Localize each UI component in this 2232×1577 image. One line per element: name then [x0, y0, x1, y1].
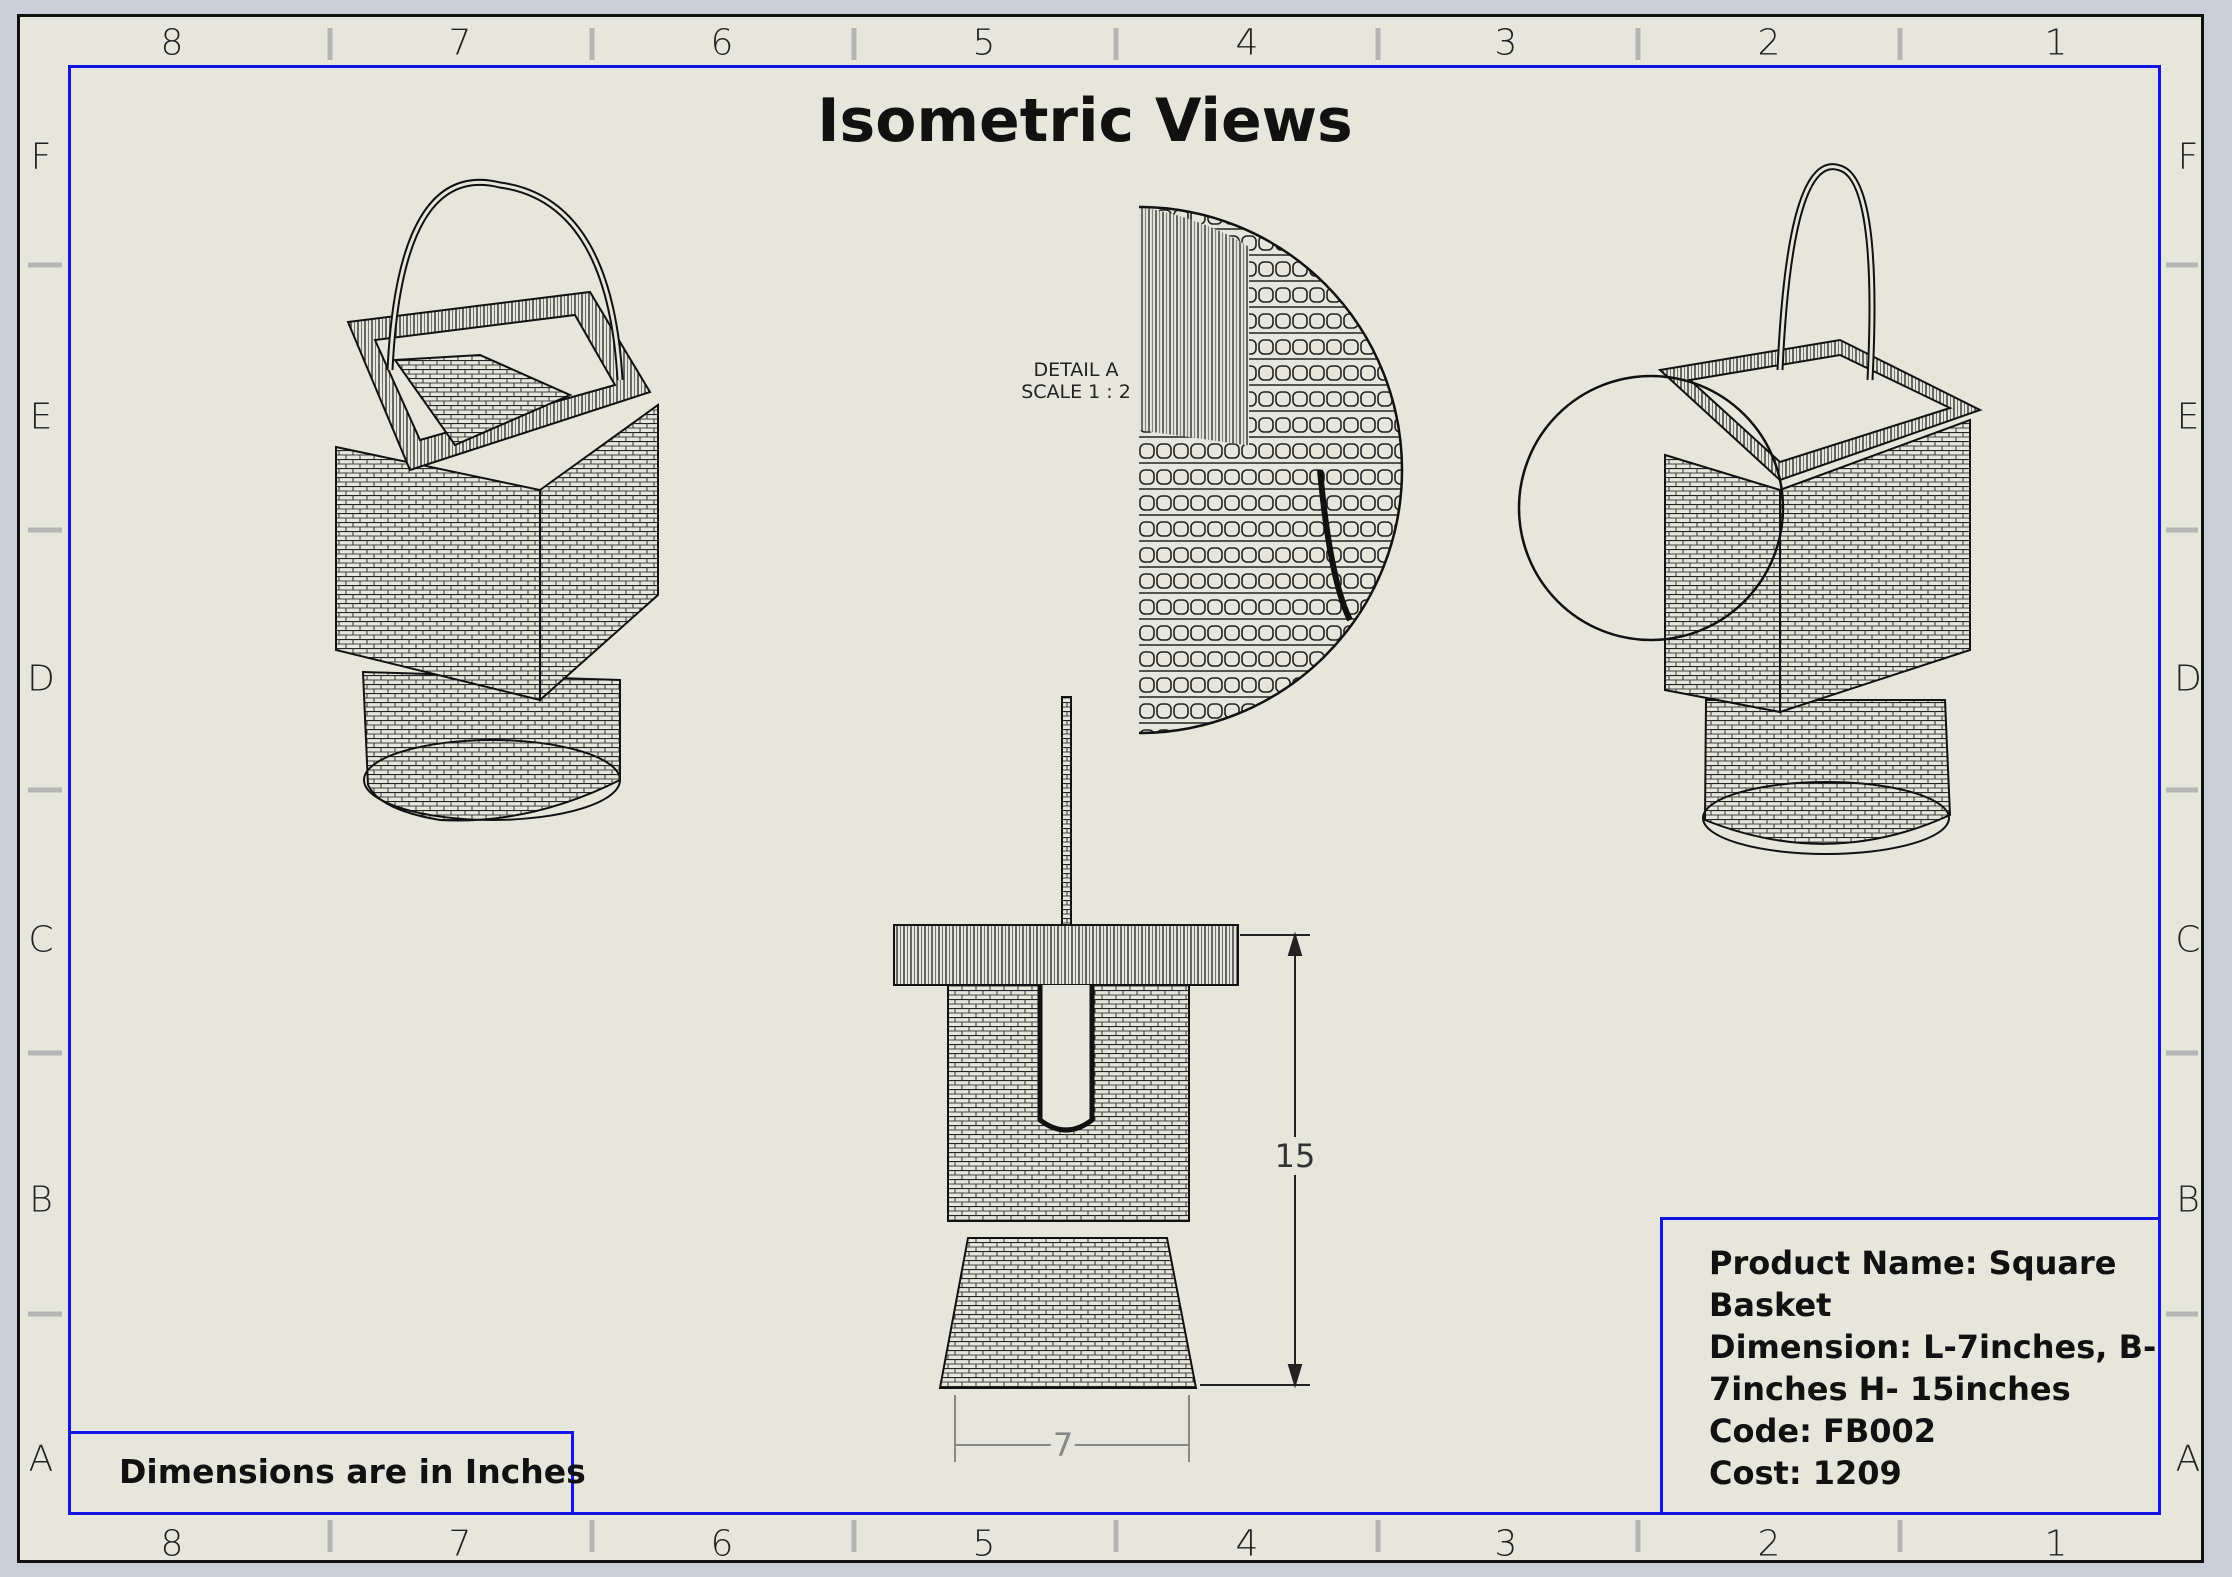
detail-circle-a — [1517, 374, 1785, 642]
title-block: Product Name: Square Basket Dimension: L… — [1660, 1217, 2161, 1515]
zone-col-2: 2 — [1757, 22, 1781, 64]
zone-row-e: E — [29, 396, 53, 438]
zone-row-b: B — [2176, 1179, 2200, 1221]
zone-col-1: 1 — [2044, 1523, 2068, 1565]
zone-col-7: 7 — [448, 1523, 472, 1565]
zone-col-8: 8 — [160, 22, 184, 64]
detail-scale: SCALE 1 : 2 — [1021, 381, 1131, 403]
zone-row-d: D — [2174, 658, 2202, 700]
zone-row-c: C — [28, 919, 54, 961]
zone-col-3: 3 — [1494, 1523, 1518, 1565]
zone-ticks — [28, 28, 2198, 1552]
dimension-line: Dimension: L-7inches, B- — [1709, 1328, 2157, 1366]
dimension-line-2: 7inches H- 15inches — [1709, 1370, 2071, 1408]
zone-col-4: 4 — [1235, 22, 1259, 64]
height-dimension: 15 — [1272, 1137, 1318, 1175]
zone-row-d: D — [27, 658, 55, 700]
zone-col-5: 5 — [972, 1523, 996, 1565]
zone-col-6: 6 — [710, 1523, 734, 1565]
zone-col-5: 5 — [972, 22, 996, 64]
zone-row-a: A — [2175, 1438, 2201, 1480]
cost-line: Cost: 1209 — [1709, 1454, 1902, 1492]
zone-col-7: 7 — [448, 22, 472, 64]
zone-col-3: 3 — [1494, 22, 1518, 64]
zone-row-f: F — [2177, 136, 2199, 178]
zone-row-f: F — [30, 136, 52, 178]
width-dimension: 7 — [1050, 1426, 1076, 1464]
zone-row-e: E — [2176, 396, 2200, 438]
drawing-border — [68, 65, 2161, 1515]
zone-col-6: 6 — [710, 22, 734, 64]
zone-col-8: 8 — [160, 1523, 184, 1565]
units-note-box: Dimensions are in Inches — [68, 1431, 586, 1515]
isometric-view-right — [1517, 163, 1983, 855]
front-view — [893, 696, 1310, 1462]
product-name-line-2: Basket — [1709, 1286, 1832, 1324]
units-note: Dimensions are in Inches — [119, 1452, 586, 1491]
zone-col-2: 2 — [1757, 1523, 1781, 1565]
zone-row-c: C — [2175, 919, 2201, 961]
zone-row-a: A — [28, 1438, 54, 1480]
code-line: Code: FB002 — [1709, 1412, 1937, 1450]
zone-row-b: B — [29, 1179, 53, 1221]
zone-col-4: 4 — [1235, 1523, 1259, 1565]
detail-label: DETAIL A — [1033, 359, 1119, 381]
product-name-line: Product Name: Square — [1709, 1244, 2117, 1282]
zone-col-1: 1 — [2044, 22, 2068, 64]
isometric-view-left — [335, 178, 659, 822]
sheet-title: Isometric Views — [817, 86, 1353, 156]
